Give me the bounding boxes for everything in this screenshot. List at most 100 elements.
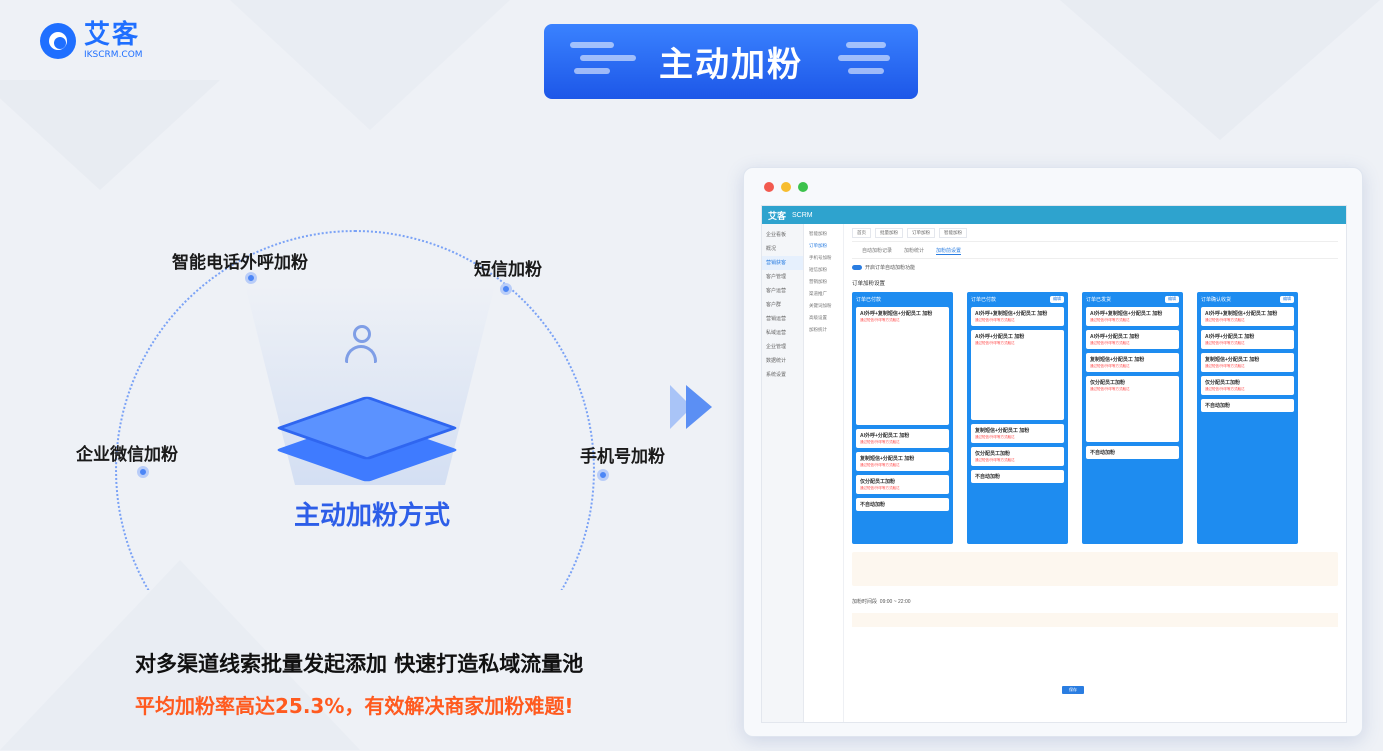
- app-logo: 艾客: [768, 210, 787, 221]
- center-label: 主动加粉方式: [294, 501, 451, 531]
- option-card[interactable]: 不自动加粉: [1086, 446, 1179, 459]
- window-controls: [764, 182, 808, 192]
- save-button[interactable]: 保存: [1062, 686, 1084, 694]
- title-banner: 主动加粉: [544, 24, 918, 99]
- node-label-mobile: 手机号加粉: [580, 447, 665, 467]
- time-from[interactable]: 09:00: [879, 599, 893, 605]
- sidebar-item[interactable]: 客户管理: [766, 274, 787, 280]
- option-card[interactable]: AI外呼+复制短信+分配员工 加粉通过短信/外呼等方式触达: [856, 307, 949, 425]
- headline: 对多渠道线索批量发起添加 快速打造私域流量池: [135, 652, 584, 676]
- node-dot-phone: [245, 272, 257, 284]
- subline: 平均加粉率高达25.3%，有效解决商家加粉难题!: [135, 694, 574, 718]
- option-card[interactable]: 仅分配员工加粉通过短信/外呼等方式触达: [1086, 376, 1179, 442]
- option-card[interactable]: AI外呼+分配员工 加粉通过短信/外呼等方式触达: [971, 330, 1064, 420]
- option-card[interactable]: 复制短信+分配员工 加粉通过短信/外呼等方式触达: [1086, 353, 1179, 372]
- maximize-dot-icon: [798, 182, 808, 192]
- section-title: 订单加粉设置: [852, 281, 886, 287]
- platform-stack-icon: [275, 375, 459, 485]
- subtab[interactable]: 加粉统计: [904, 248, 925, 254]
- sidebar-item[interactable]: 企业管理: [766, 344, 787, 350]
- sidebar-item[interactable]: 客户群: [766, 302, 782, 308]
- subsidebar-item[interactable]: 加粉统计: [809, 327, 827, 332]
- flow-column: 订单已付款 编辑 AI外呼+复制短信+分配员工 加粉通过短信/外呼等方式触达 AI…: [967, 292, 1068, 544]
- sidebar-item[interactable]: 私域运营: [766, 330, 787, 336]
- sidebar-item[interactable]: 系统设置: [766, 372, 787, 378]
- minimize-dot-icon: [781, 182, 791, 192]
- option-card[interactable]: AI外呼+复制短信+分配员工 加粉通过短信/外呼等方式触达: [1086, 307, 1179, 326]
- tab[interactable]: 订单加粉: [907, 228, 935, 238]
- screenshot-window: 艾客 SCRM 企业看板 概况 营销获客 客户管理 客户运营 客户群 营销运营 …: [743, 167, 1363, 737]
- option-card[interactable]: 复制短信+分配员工 加粉通过短信/外呼等方式触达: [971, 424, 1064, 443]
- option-card[interactable]: 仅分配员工加粉通过短信/外呼等方式触达: [856, 475, 949, 494]
- option-label: 开启订单自动加粉功能: [865, 265, 916, 271]
- option-card[interactable]: AI外呼+分配员工 加粉通过短信/外呼等方式触达: [1086, 330, 1179, 349]
- sidebar-item-active[interactable]: 营销获客: [762, 256, 803, 270]
- app-main: 首页 批量加粉 订单加粉 智能加粉 自动加粉记录 加粉统计 加粉前设置 开启订单…: [844, 224, 1346, 722]
- subsidebar-item[interactable]: 渠道推广: [809, 291, 827, 296]
- option-card[interactable]: AI外呼+分配员工 加粉通过短信/外呼等方式触达: [856, 429, 949, 448]
- auto-add-option: 开启订单自动加粉功能: [852, 264, 1338, 271]
- option-card[interactable]: 不自动加粉: [856, 498, 949, 511]
- option-card[interactable]: AI外呼+复制短信+分配员工 加粉通过短信/外呼等方式触达: [1201, 307, 1294, 326]
- brand-logo: 艾客 IKSCRM.COM: [40, 22, 143, 60]
- flow-column: 订单已发货 编辑 AI外呼+复制短信+分配员工 加粉通过短信/外呼等方式触达 AI…: [1082, 292, 1183, 544]
- tab[interactable]: 批量加粉: [875, 228, 903, 238]
- time-label: 加粉时间段: [852, 599, 878, 605]
- time-range-row: 加粉时间段 09:00 ~ 22:00: [852, 599, 911, 605]
- subsidebar-item[interactable]: 短信加粉: [809, 267, 827, 272]
- banner-lines-right-icon: [838, 42, 890, 74]
- option-card[interactable]: 仅分配员工加粉通过短信/外呼等方式触达: [971, 447, 1064, 466]
- subsidebar-item[interactable]: 手机号加粉: [809, 255, 832, 260]
- sidebar-item[interactable]: 企业看板: [766, 232, 787, 238]
- banner-lines-left-icon: [570, 42, 636, 74]
- subsidebar-item[interactable]: 智能加粉: [809, 231, 827, 236]
- sidebar-item[interactable]: 概况: [766, 246, 777, 252]
- column-tag[interactable]: 编辑: [1050, 296, 1064, 303]
- column-title: 订单已发货: [1086, 297, 1112, 303]
- logo-domain: IKSCRM.COM: [84, 50, 143, 60]
- option-card[interactable]: 不自动加粉: [1201, 399, 1294, 412]
- toggle-switch[interactable]: [852, 265, 862, 270]
- node-dot-sms: [500, 283, 512, 295]
- flow-columns: 订单已付款 AI外呼+复制短信+分配员工 加粉通过短信/外呼等方式触达 AI外呼…: [852, 292, 1338, 544]
- sidebar-item[interactable]: 营销运营: [766, 316, 787, 322]
- subsidebar-item[interactable]: 营销加粉: [809, 279, 827, 284]
- arrow-right-icon: [670, 385, 716, 429]
- notice-box: [852, 552, 1338, 586]
- subsidebar-item[interactable]: 高级设置: [809, 315, 827, 320]
- node-dot-mobile: [597, 469, 609, 481]
- page-title: 主动加粉: [659, 45, 803, 85]
- tab[interactable]: 智能加粉: [939, 228, 967, 238]
- logo-text: 艾客: [84, 20, 141, 50]
- option-card[interactable]: AI外呼+分配员工 加粉通过短信/外呼等方式触达: [1201, 330, 1294, 349]
- option-card[interactable]: 仅分配员工加粉通过短信/外呼等方式触达: [1201, 376, 1294, 395]
- app-subtabs: 自动加粉记录 加粉统计 加粉前设置: [852, 247, 1338, 259]
- app-logo-sub: SCRM: [792, 211, 813, 219]
- flow-column: 订单确认收货 编辑 AI外呼+复制短信+分配员工 加粉通过短信/外呼等方式触达 A…: [1197, 292, 1298, 544]
- option-card[interactable]: 不自动加粉: [971, 470, 1064, 483]
- option-card[interactable]: 复制短信+分配员工 加粉通过短信/外呼等方式触达: [856, 452, 949, 471]
- option-card[interactable]: AI外呼+复制短信+分配员工 加粉通过短信/外呼等方式触达: [971, 307, 1064, 326]
- column-title: 订单已付款: [971, 297, 997, 303]
- sidebar-item[interactable]: 客户运营: [766, 288, 787, 294]
- add-user-icon: [345, 325, 379, 365]
- subsidebar-item-active[interactable]: 订单加粉: [809, 243, 827, 248]
- sidebar-item[interactable]: 数据统计: [766, 358, 787, 364]
- column-title: 订单确认收货: [1201, 297, 1232, 303]
- app-header: 艾客 SCRM: [762, 206, 1346, 224]
- option-card[interactable]: 复制短信+分配员工 加粉通过短信/外呼等方式触达: [1201, 353, 1294, 372]
- app-subsidebar: 智能加粉 订单加粉 手机号加粉 短信加粉 营销加粉 渠道推广 关键词加粉 高级设…: [804, 224, 844, 722]
- subtab[interactable]: 自动加粉记录: [862, 248, 893, 254]
- node-label-phone-call: 智能电话外呼加粉: [172, 253, 308, 273]
- app-sidebar: 企业看板 概况 营销获客 客户管理 客户运营 客户群 营销运营 私域运营 企业管…: [762, 224, 804, 722]
- app-tabs: 首页 批量加粉 订单加粉 智能加粉: [852, 228, 1338, 242]
- flow-column: 订单已付款 AI外呼+复制短信+分配员工 加粉通过短信/外呼等方式触达 AI外呼…: [852, 292, 953, 544]
- subtab-active[interactable]: 加粉前设置: [936, 248, 962, 255]
- tab[interactable]: 首页: [852, 228, 871, 238]
- subsidebar-item[interactable]: 关键词加粉: [809, 303, 832, 308]
- notice-box-2: [852, 613, 1338, 627]
- column-tag[interactable]: 编辑: [1165, 296, 1179, 303]
- close-dot-icon: [764, 182, 774, 192]
- time-to[interactable]: 22:00: [898, 599, 911, 605]
- column-tag[interactable]: 编辑: [1280, 296, 1294, 303]
